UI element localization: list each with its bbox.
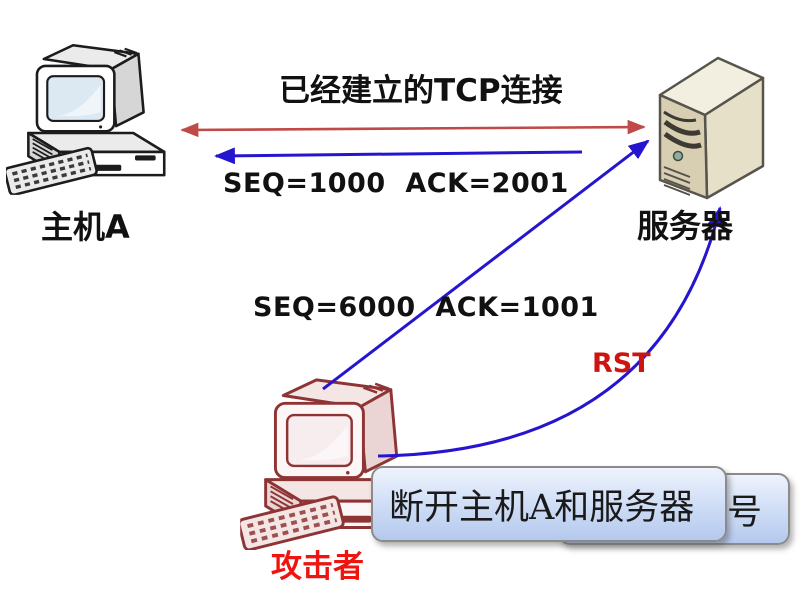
established-connection-arrow — [180, 119, 646, 138]
callout-front-text: 断开主机A和服务器 — [389, 487, 695, 528]
seq1000-packet-arrow — [213, 147, 583, 165]
callout-back-text: 号 — [726, 492, 762, 533]
server-icon — [658, 56, 765, 200]
attacker-label: 攻击者 — [271, 549, 364, 585]
seq1000-ack2001-label: SEQ=1000 ACK=2001 — [223, 168, 569, 199]
rst-packet-curve-arrow — [377, 205, 724, 458]
callout-box-front: 断开主机A和服务器 — [371, 466, 727, 542]
spoofed-seq6000-packet-arrow — [322, 139, 650, 391]
server-label: 服务器 — [637, 207, 734, 245]
diagram-title: 已经建立的TCP连接 — [279, 73, 563, 109]
rst-flag-label: RST — [592, 348, 651, 379]
seq6000-ack1001-label: SEQ=6000 ACK=1001 — [253, 292, 599, 323]
host-a-label: 主机A — [41, 208, 130, 246]
